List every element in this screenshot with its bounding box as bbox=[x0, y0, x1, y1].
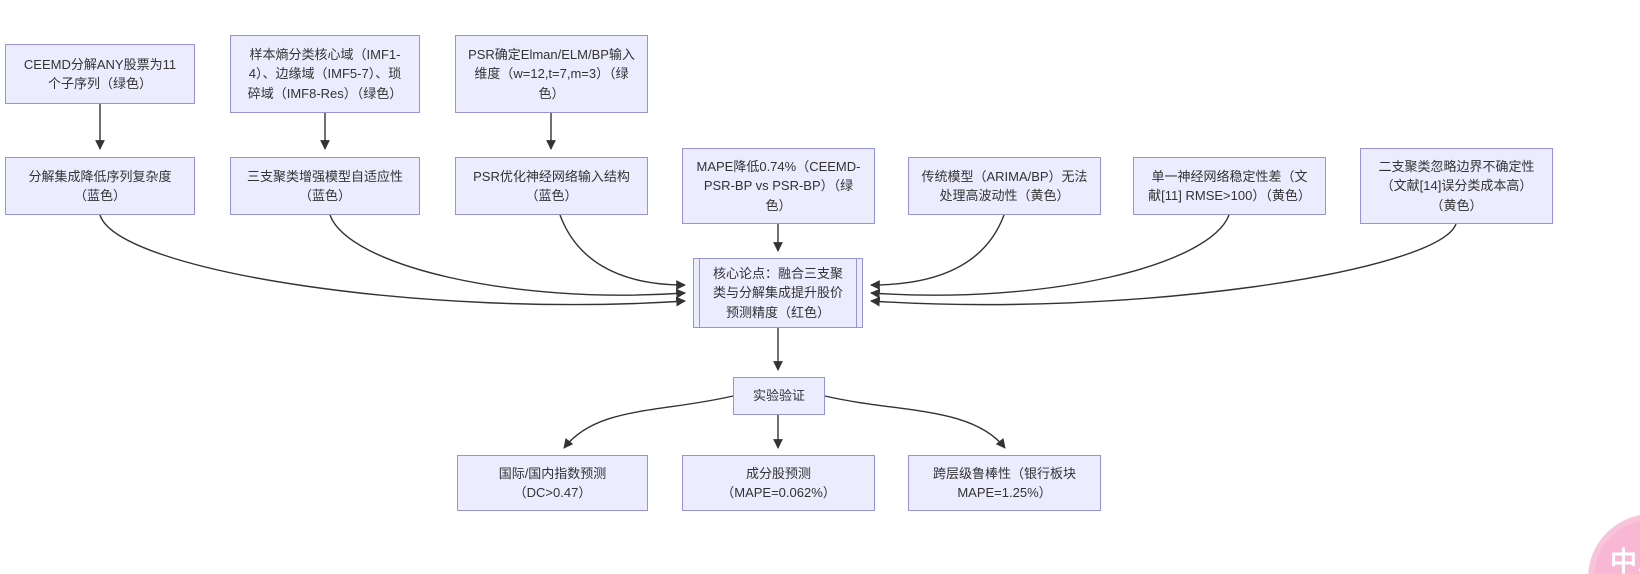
node-mape-reduction: MAPE降低0.74%（CEEMD-PSR-BP vs PSR-BP）（绿色） bbox=[682, 148, 875, 224]
edge-decomp-core bbox=[99, 214, 686, 307]
edge-experiment-robustness bbox=[824, 395, 1006, 449]
edge-experiment-index bbox=[563, 395, 734, 449]
node-sample-entropy: 样本熵分类核心域（IMF1-4）、边缘域（IMF5-7）、琐碎域（IMF8-Re… bbox=[230, 35, 420, 113]
node-traditional-models: 传统模型（ARIMA/BP）无法处理高波动性（黄色） bbox=[908, 157, 1101, 215]
node-core-thesis: 核心论点：融合三支聚类与分解集成提升股价预测精度（红色） bbox=[693, 258, 863, 328]
node-psr-optimization: PSR优化神经网络输入结构（蓝色） bbox=[455, 157, 648, 215]
node-index-prediction: 国际/国内指数预测（DC>0.47） bbox=[457, 455, 648, 511]
edge-psropt-core bbox=[559, 214, 686, 290]
translate-badge[interactable]: 中A bbox=[1588, 514, 1640, 574]
node-cross-level-robustness: 跨层级鲁棒性（银行板块 MAPE=1.25%） bbox=[908, 455, 1101, 511]
edge-singlenn-core bbox=[870, 214, 1230, 299]
node-single-nn-instability: 单一神经网络稳定性差（文献[11] RMSE>100）（黄色） bbox=[1133, 157, 1326, 215]
node-three-way-clustering: 三支聚类增强模型自适应性（蓝色） bbox=[230, 157, 420, 215]
node-two-way-clustering: 二支聚类忽略边界不确定性（文献[14]误分类成本高）（黄色） bbox=[1360, 148, 1553, 224]
edge-twoway-core bbox=[870, 223, 1457, 307]
node-experiment-validation: 实验验证 bbox=[733, 377, 825, 415]
translate-icon: 中A bbox=[1610, 547, 1640, 574]
node-psr-dimensions: PSR确定Elman/ELM/BP输入维度（w=12,t=7,m=3）（绿色） bbox=[455, 35, 648, 113]
edge-traditional-core bbox=[870, 214, 1005, 290]
node-component-stock-prediction: 成分股预测（MAPE=0.062%） bbox=[682, 455, 875, 511]
node-decomposition-ensemble: 分解集成降低序列复杂度（蓝色） bbox=[5, 157, 195, 215]
edge-threeway-core bbox=[329, 214, 686, 299]
node-ceemd-decompose: CEEMD分解ANY股票为11个子序列（绿色） bbox=[5, 44, 195, 104]
